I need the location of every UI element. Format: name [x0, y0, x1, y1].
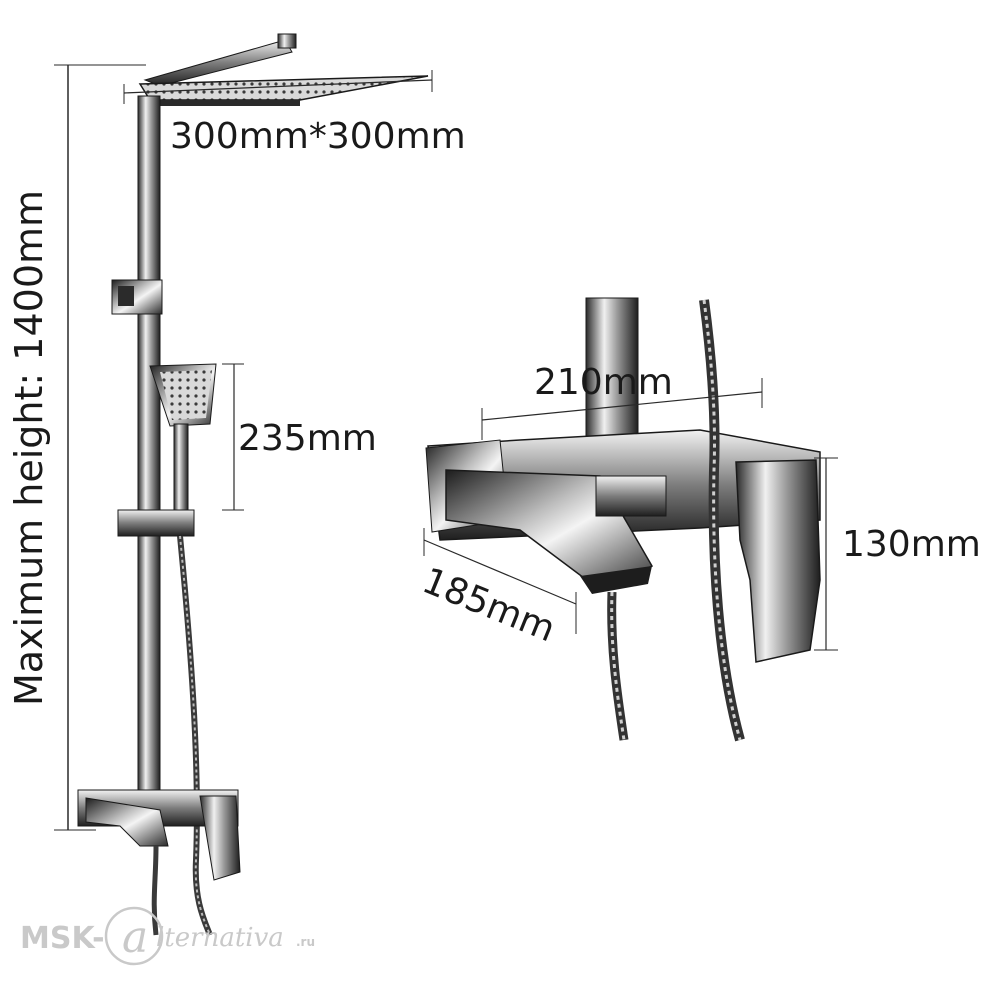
dimension-max-height	[54, 64, 146, 831]
watermark-at-icon	[104, 906, 164, 966]
dimension-head-size	[123, 70, 433, 104]
svg-text:a: a	[122, 912, 148, 963]
dimension-spout-length	[423, 528, 577, 634]
wall-bracket-upper	[111, 279, 163, 315]
dimension-hand-shower	[222, 363, 244, 511]
hand-shower-label: 235mm	[238, 418, 377, 459]
max-height-label: Maximum height: 1400mm	[7, 190, 51, 706]
watermark-prefix: MSK-	[20, 921, 105, 956]
dimension-mixer-height	[814, 457, 838, 651]
shower-system-full	[77, 33, 429, 937]
watermark-script: lternativa	[156, 923, 284, 953]
rain-shower-head	[138, 33, 429, 106]
riser-pipe	[137, 95, 161, 809]
mixer-width-label: 210mm	[534, 362, 673, 403]
mixer-closeup	[425, 297, 821, 742]
dimension-mixer-width	[481, 378, 763, 440]
mixer-small	[77, 789, 241, 936]
slide-bracket	[117, 509, 195, 537]
watermark-suffix: .ru	[296, 935, 315, 949]
brand-watermark: MSK- a lternativa .ru	[20, 906, 315, 966]
head-size-label: 300mm*300mm	[170, 116, 466, 157]
spout-length-label: 185mm	[417, 560, 561, 650]
mixer-height-label: 130mm	[842, 524, 981, 565]
